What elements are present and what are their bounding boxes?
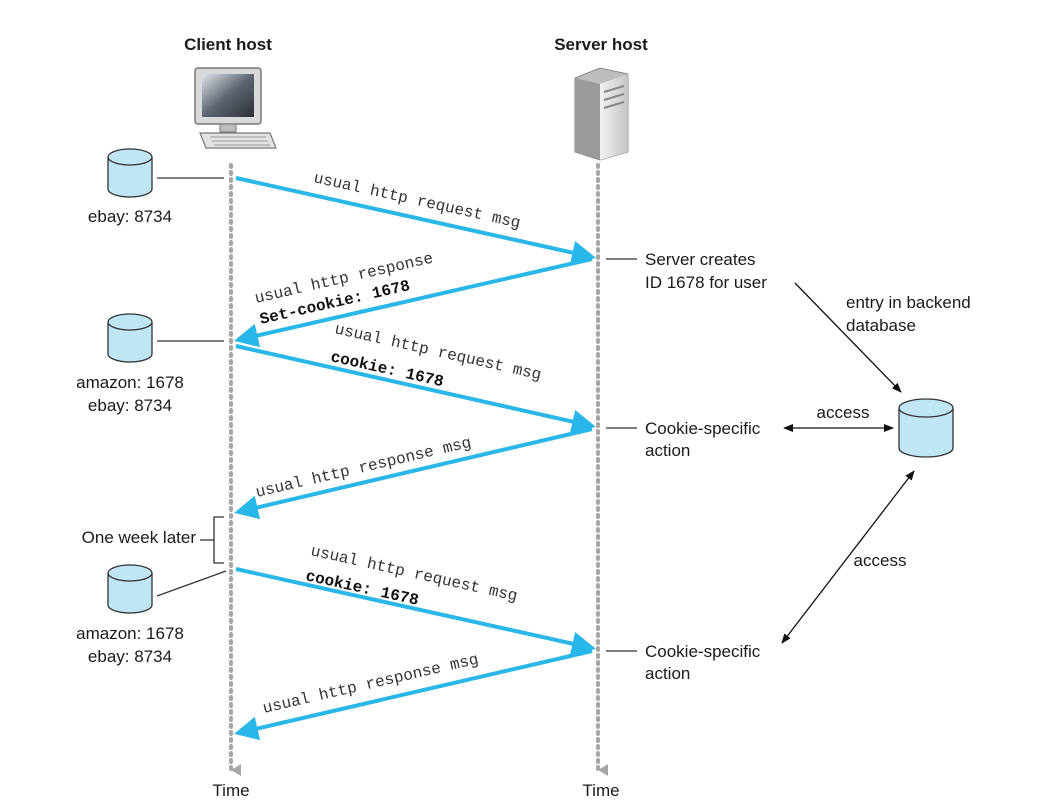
backend-entry-line2: database	[846, 316, 916, 335]
request-arrow	[235, 176, 596, 265]
store3-line1: amazon: 1678	[76, 624, 184, 643]
note2-line2: action	[645, 441, 690, 460]
response-arrow	[234, 649, 593, 741]
store1-line1: ebay: 8734	[88, 207, 172, 226]
cookie-file-icon	[107, 148, 153, 198]
response-arrow	[234, 427, 593, 520]
client-computer-icon	[194, 67, 277, 149]
store2-line2: ebay: 8734	[88, 396, 172, 415]
access-arrow	[781, 470, 915, 644]
client-host-title: Client host	[184, 35, 272, 54]
client-time-label: Time	[212, 781, 249, 800]
note3-line1: Cookie-specific	[645, 642, 761, 661]
cookie-file-icon	[107, 564, 153, 614]
server-host-title: Server host	[554, 35, 648, 54]
response-arrow	[234, 257, 593, 348]
server-tower-icon	[574, 67, 629, 161]
entry-arrow	[794, 282, 902, 393]
access-label-2: access	[854, 551, 907, 570]
request-arrow	[235, 344, 596, 434]
note3-line2: action	[645, 664, 690, 683]
week-bracket	[200, 516, 224, 564]
access-label-1: access	[817, 403, 870, 422]
store2-line1: amazon: 1678	[76, 373, 184, 392]
backend-database-icon	[898, 398, 954, 458]
msg4-label: usual http response msg	[254, 434, 473, 502]
cookie-file-icon	[107, 313, 153, 363]
backend-entry-line1: entry in backend	[846, 293, 971, 312]
server-time-label: Time	[582, 781, 619, 800]
note1-line1: Server creates	[645, 250, 756, 269]
store3-line2: ebay: 8734	[88, 647, 172, 666]
note2-line1: Cookie-specific	[645, 419, 761, 438]
one-week-later-label: One week later	[82, 528, 197, 547]
note1-line2: ID 1678 for user	[645, 273, 767, 292]
store-connector	[156, 570, 227, 597]
request-arrow	[235, 567, 596, 656]
